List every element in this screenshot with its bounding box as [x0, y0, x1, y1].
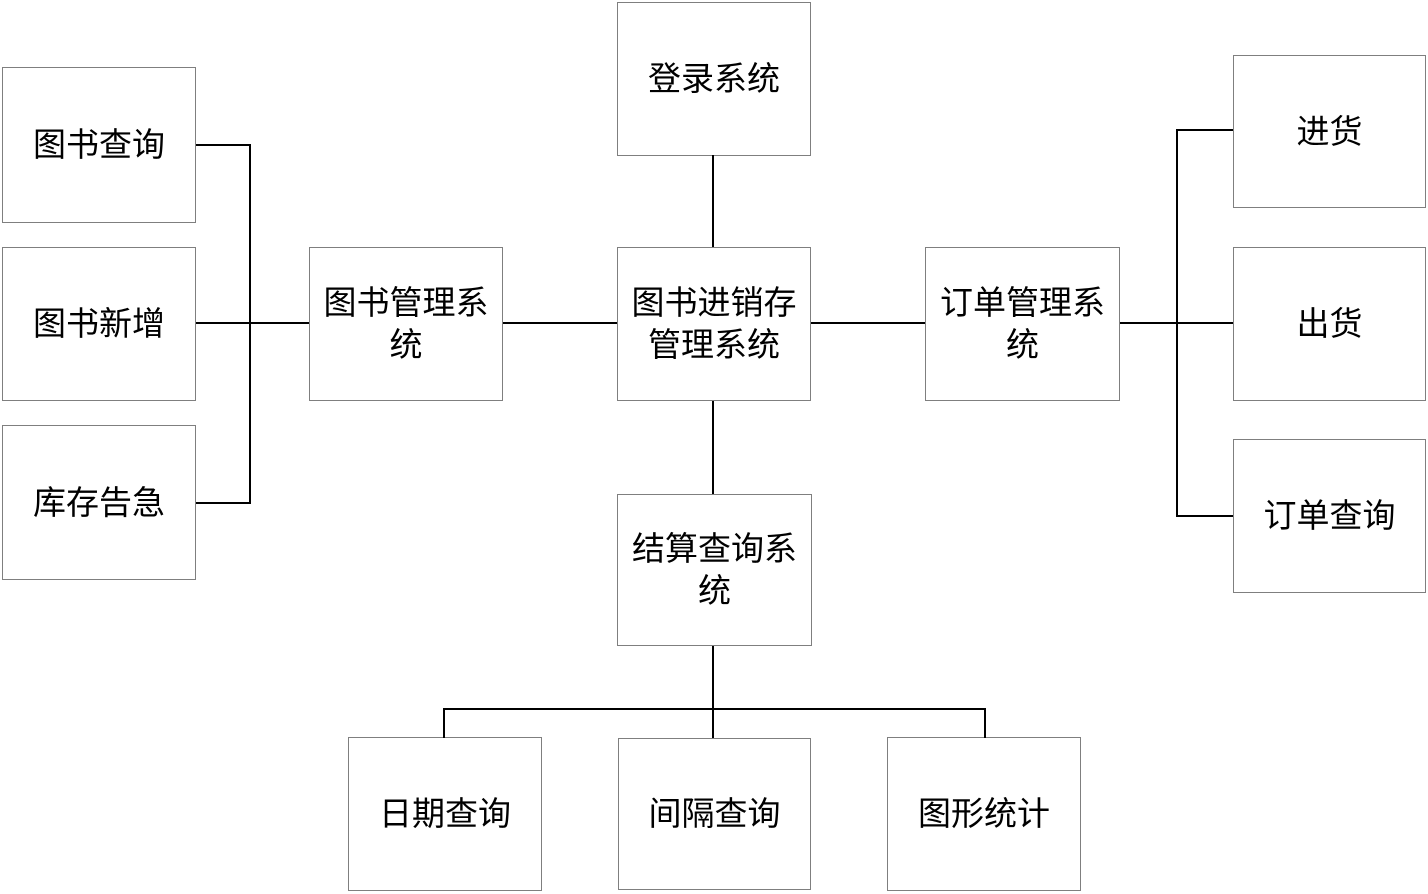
node-purchase: 进货: [1233, 55, 1426, 208]
edge-bookmgmt-to-main: [503, 322, 617, 324]
edge-bottom-branch-horizontal: [443, 708, 986, 710]
node-label: 订单查询: [1263, 497, 1396, 534]
edge-ordermgmt-to-shipment: [1120, 322, 1233, 324]
node-main-system: 图书进销存 管理系统: [617, 247, 811, 401]
edge-login-to-main: [712, 155, 714, 247]
edge-bookadd-to-bookmgmt: [196, 322, 309, 324]
node-label: 订单管理系 统: [940, 284, 1105, 363]
edge-orderquery-stub: [1178, 515, 1233, 517]
edge-branch-to-graphstats: [984, 708, 986, 738]
edge-branch-to-datequery: [443, 708, 445, 738]
node-settlement-query-system: 结算查询系 统: [617, 494, 812, 646]
node-label: 出货: [1296, 305, 1363, 342]
node-book-management-system: 图书管理系 统: [309, 247, 503, 401]
node-order-query: 订单查询: [1233, 439, 1426, 593]
edge-purchase-stub: [1178, 129, 1233, 131]
node-graph-statistics: 图形统计: [887, 737, 1081, 891]
edge-main-to-ordermgmt: [811, 322, 925, 324]
edge-settlement-to-branch: [712, 646, 714, 738]
node-order-management-system: 订单管理系 统: [925, 247, 1120, 401]
node-label: 日期查询: [379, 795, 511, 832]
node-date-query: 日期查询: [348, 737, 542, 891]
node-book-query: 图书查询: [2, 67, 196, 223]
edge-left-bracket-vertical: [249, 144, 251, 504]
node-book-add: 图书新增: [2, 247, 196, 401]
node-shipment: 出货: [1233, 247, 1426, 401]
node-stock-alert: 库存告急: [2, 425, 196, 580]
node-label: 库存告急: [33, 483, 165, 521]
node-label: 图书新增: [33, 305, 165, 342]
node-login-system: 登录系统: [617, 2, 811, 156]
edge-bookquery-stub: [196, 144, 251, 146]
node-label: 图书进销存 管理系统: [631, 284, 797, 363]
node-label: 登录系统: [648, 60, 780, 97]
edge-main-to-settlement: [712, 401, 714, 494]
node-label: 图书管理系 统: [323, 284, 489, 363]
node-interval-query: 间隔查询: [618, 738, 811, 890]
node-label: 图形统计: [918, 795, 1050, 832]
node-label: 图书查询: [33, 126, 165, 163]
node-label: 进货: [1296, 112, 1363, 150]
node-label: 间隔查询: [648, 795, 781, 832]
edge-stockalert-stub: [196, 502, 251, 504]
node-label: 结算查询系 统: [632, 530, 797, 609]
